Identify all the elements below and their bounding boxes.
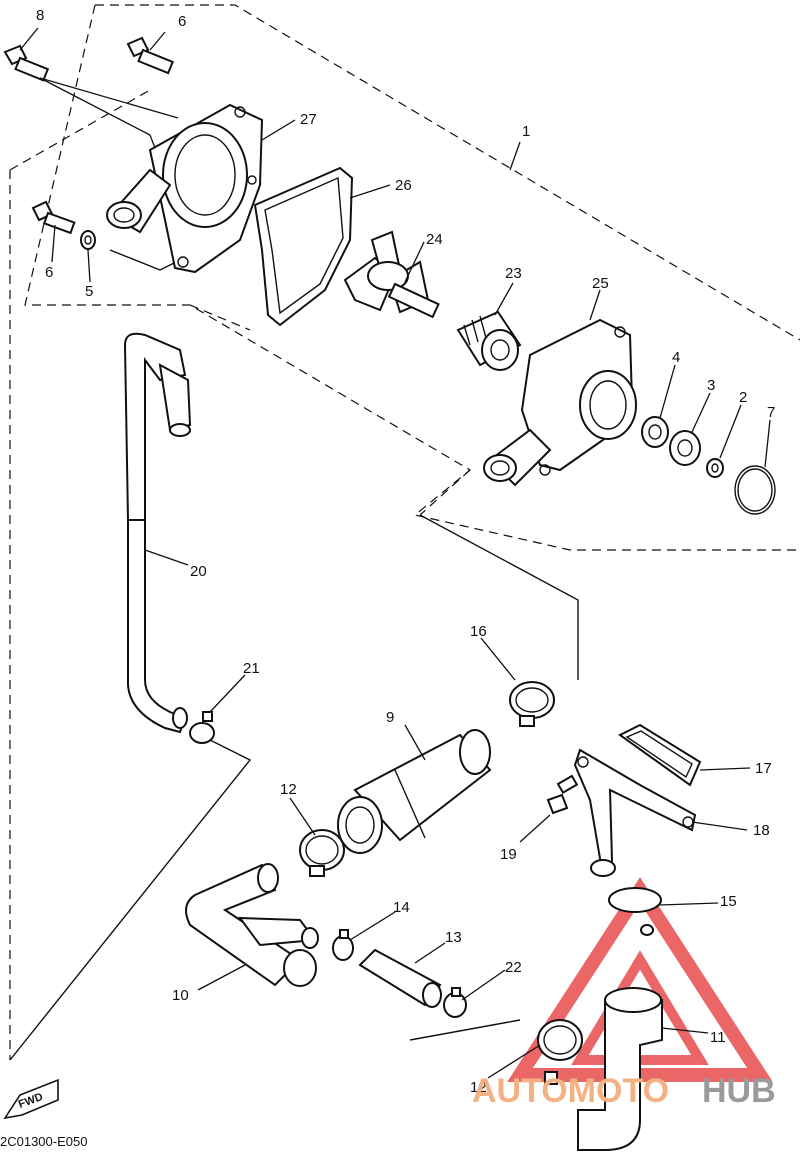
callout-2: 2 xyxy=(739,389,747,406)
seal-3 xyxy=(669,430,701,466)
clamp-22 xyxy=(443,987,467,1018)
seal-23 xyxy=(456,310,522,371)
callout-20: 20 xyxy=(190,563,207,580)
o-ring-7 xyxy=(734,465,776,515)
watermark-text: AUTOMOTO HUB xyxy=(472,1072,776,1110)
thermostat-housing-18 xyxy=(573,748,697,877)
gasket-17 xyxy=(618,723,702,787)
callout-1: 1 xyxy=(522,123,530,140)
bolt-8 xyxy=(3,44,50,82)
callout-27: 27 xyxy=(300,111,317,128)
callout-26: 26 xyxy=(395,177,412,194)
clamp-14 xyxy=(332,929,354,961)
pump-cover-27 xyxy=(106,103,264,274)
callout-24: 24 xyxy=(426,231,443,248)
hose-11 xyxy=(577,987,663,1151)
watermark-text-secondary: HUB xyxy=(702,1072,776,1110)
callout-12a: 12 xyxy=(280,781,297,798)
callout-25: 25 xyxy=(592,275,609,292)
callout-6a: 6 xyxy=(178,13,186,30)
callout-numbers: 1 2 3 4 5 6 6 7 8 9 10 11 12 12 13 14 15… xyxy=(36,7,775,1096)
clamp-15 xyxy=(608,887,662,936)
callout-6b: 6 xyxy=(45,264,53,281)
pump-housing-25 xyxy=(483,318,637,487)
clamp-12-bottom xyxy=(537,1019,583,1085)
callout-13: 13 xyxy=(445,929,462,946)
callout-5: 5 xyxy=(85,283,93,300)
circlip-2 xyxy=(706,458,724,478)
gasket-26 xyxy=(253,166,354,327)
callout-23: 23 xyxy=(505,265,522,282)
callout-4: 4 xyxy=(672,349,680,366)
callout-21: 21 xyxy=(243,660,260,677)
callout-22: 22 xyxy=(505,959,522,976)
bolt-6-top xyxy=(126,36,174,75)
bolt-19 xyxy=(546,774,579,815)
diagram-code: 2C01300-E050 xyxy=(0,1134,87,1149)
callout-7: 7 xyxy=(767,404,775,421)
callout-17: 17 xyxy=(755,760,772,777)
hose-13 xyxy=(358,948,442,1008)
callout-9: 9 xyxy=(386,709,394,726)
callout-15: 15 xyxy=(720,893,737,910)
hose-9 xyxy=(337,729,492,854)
hose-20 xyxy=(123,332,192,734)
callout-12b: 12 xyxy=(470,1079,487,1096)
assembly-outline xyxy=(9,4,800,1061)
callout-11: 11 xyxy=(710,1029,726,1046)
callout-10: 10 xyxy=(172,987,189,1004)
leader-lines xyxy=(19,27,771,1079)
callout-8: 8 xyxy=(36,7,44,24)
callout-19: 19 xyxy=(500,846,517,863)
fwd-arrow-icon: FWD xyxy=(3,1078,59,1120)
impeller-shaft-24 xyxy=(343,230,440,319)
callout-3: 3 xyxy=(707,377,715,394)
washer-5 xyxy=(80,230,96,250)
clamp-12-top xyxy=(299,829,345,877)
pipe-10 xyxy=(185,863,319,987)
callout-18: 18 xyxy=(753,822,770,839)
clamp-21 xyxy=(189,711,215,744)
clamp-16 xyxy=(509,681,555,727)
bearing-4 xyxy=(641,416,669,448)
callout-14: 14 xyxy=(393,899,410,916)
callout-16: 16 xyxy=(470,623,487,640)
watermark-text-primary: AUTOMOTO xyxy=(472,1072,669,1110)
bolt-6-left xyxy=(31,200,76,235)
